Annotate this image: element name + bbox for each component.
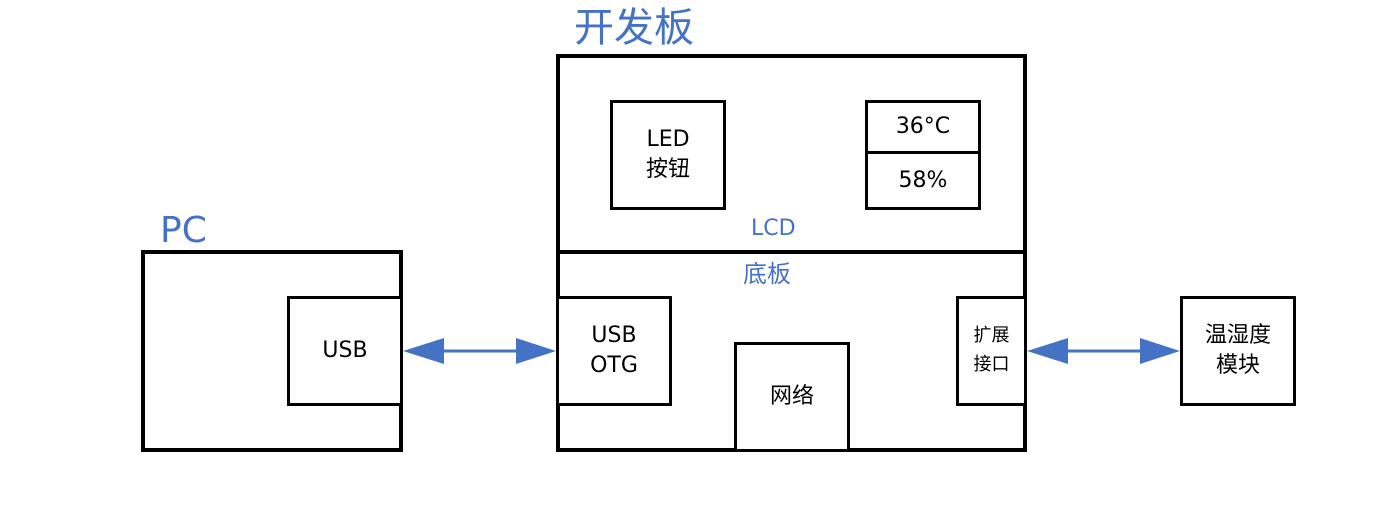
board-title: 开发板 [574,5,694,51]
temperature-cell: 36°C [868,103,978,154]
usb-otg-port: USB OTG [556,296,672,406]
pc-title: PC [160,210,207,251]
temp-humidity-module: 温湿度 模块 [1180,296,1296,406]
module-line1: 温湿度 [1204,323,1271,349]
expansion-interface: 扩展 接口 [956,296,1027,406]
humidity-cell: 58% [868,154,978,207]
baseboard-label: 底板 [743,260,791,288]
network-module: 网络 [734,342,850,452]
temperature-value: 36°C [895,114,951,140]
lcd-label: LCD [751,216,796,241]
expansion-line2: 接口 [973,354,1010,375]
network-label: 网络 [769,384,814,410]
sensor-readout [865,100,981,210]
module-line2: 模块 [1215,353,1260,378]
humidity-value: 58% [898,167,948,193]
led-button-box: LED 按钮 [610,100,726,210]
button-label: 按钮 [645,157,690,182]
usb-otg-line2: OTG [590,353,638,378]
pc-to-board-arrow [403,338,556,364]
pc-usb-port: USB [287,296,403,406]
expansion-line1: 扩展 [973,325,1010,347]
board-to-module-arrow [1027,338,1180,364]
usb-otg-line1: USB [591,323,637,349]
pc-usb-label: USB [322,338,368,364]
led-label: LED [646,127,690,153]
